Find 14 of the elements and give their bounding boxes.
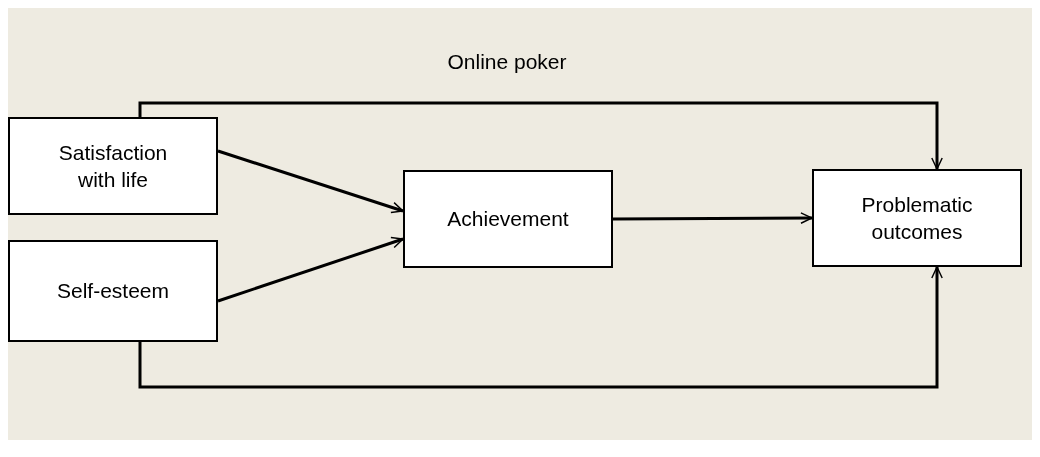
process-box xyxy=(8,117,218,215)
box-label: Satisfaction with life xyxy=(57,139,169,193)
process-box xyxy=(8,240,218,342)
arrow xyxy=(217,236,404,303)
box-label: Self-esteem xyxy=(56,278,169,305)
box-label: Achievement xyxy=(447,206,569,233)
arrow xyxy=(138,101,943,170)
arrow xyxy=(613,212,813,224)
box-label: Problematic outcomes xyxy=(860,191,974,245)
arrow xyxy=(217,149,404,214)
diagram-title: Online poker xyxy=(446,50,568,74)
arrow xyxy=(138,266,943,389)
process-box xyxy=(403,170,613,268)
process-box xyxy=(812,169,1022,267)
